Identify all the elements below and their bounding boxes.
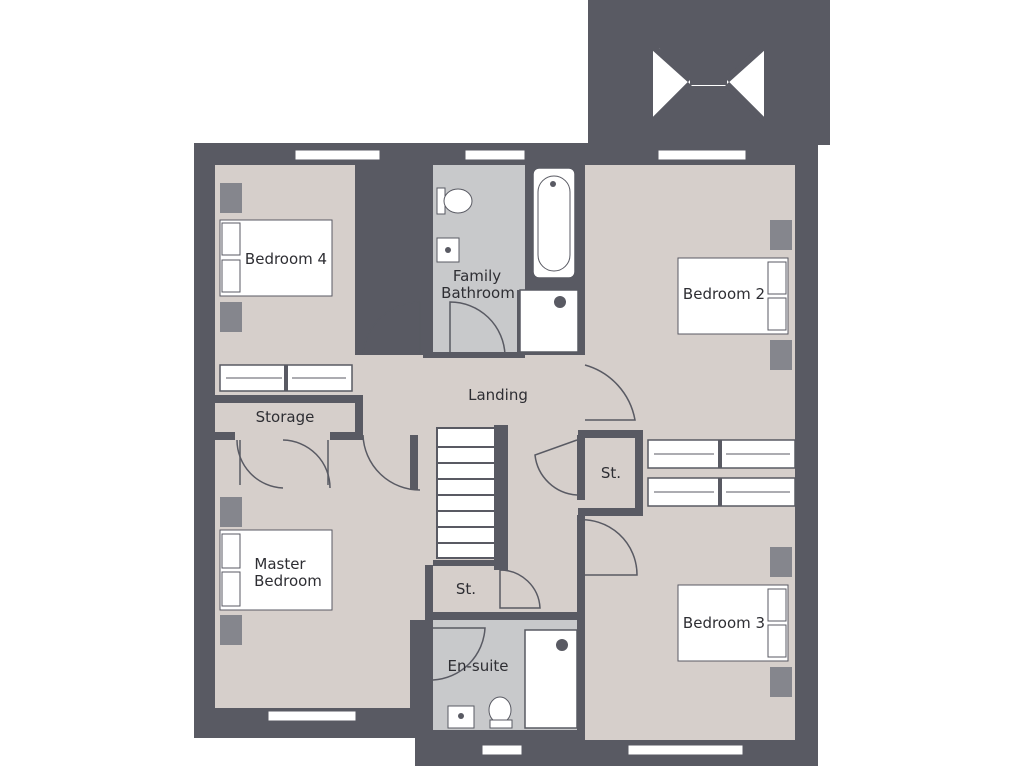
room-labels: Bedroom 4 Family Bathroom Bedroom 2 Land… [245,250,765,675]
staircase [433,425,508,570]
wardrobes [219,364,796,507]
en-suite-toilet-icon [488,696,513,729]
storage-label: Storage [256,408,315,426]
bathroom-fixtures [436,167,579,729]
sink-icon [436,237,460,263]
windows [267,149,747,756]
master-bedroom-label-line1: Master [254,555,306,573]
en-suite-sink-icon [447,705,475,729]
family-bathroom-label-line2: Bathroom [441,284,515,302]
roof-terrace-block [588,0,830,145]
family-bathroom-label-line1: Family [453,267,501,285]
landing-label: Landing [468,386,528,404]
store-2-label: St. [456,580,476,598]
master-bedroom-label-line2: Bedroom [254,572,322,590]
store-1-label: St. [601,464,621,482]
bedroom-3-label: Bedroom 3 [683,614,765,632]
drain-icon [550,181,556,187]
bedroom-4-label: Bedroom 4 [245,250,327,268]
bedroom-2-label: Bedroom 2 [683,285,765,303]
internal-walls [215,165,643,740]
toilet-icon [436,187,473,215]
bedside-tables [220,183,792,697]
beds [219,219,789,662]
doors [236,301,638,681]
en-suite-label: En-suite [448,657,509,675]
skylight-icon [648,42,769,126]
